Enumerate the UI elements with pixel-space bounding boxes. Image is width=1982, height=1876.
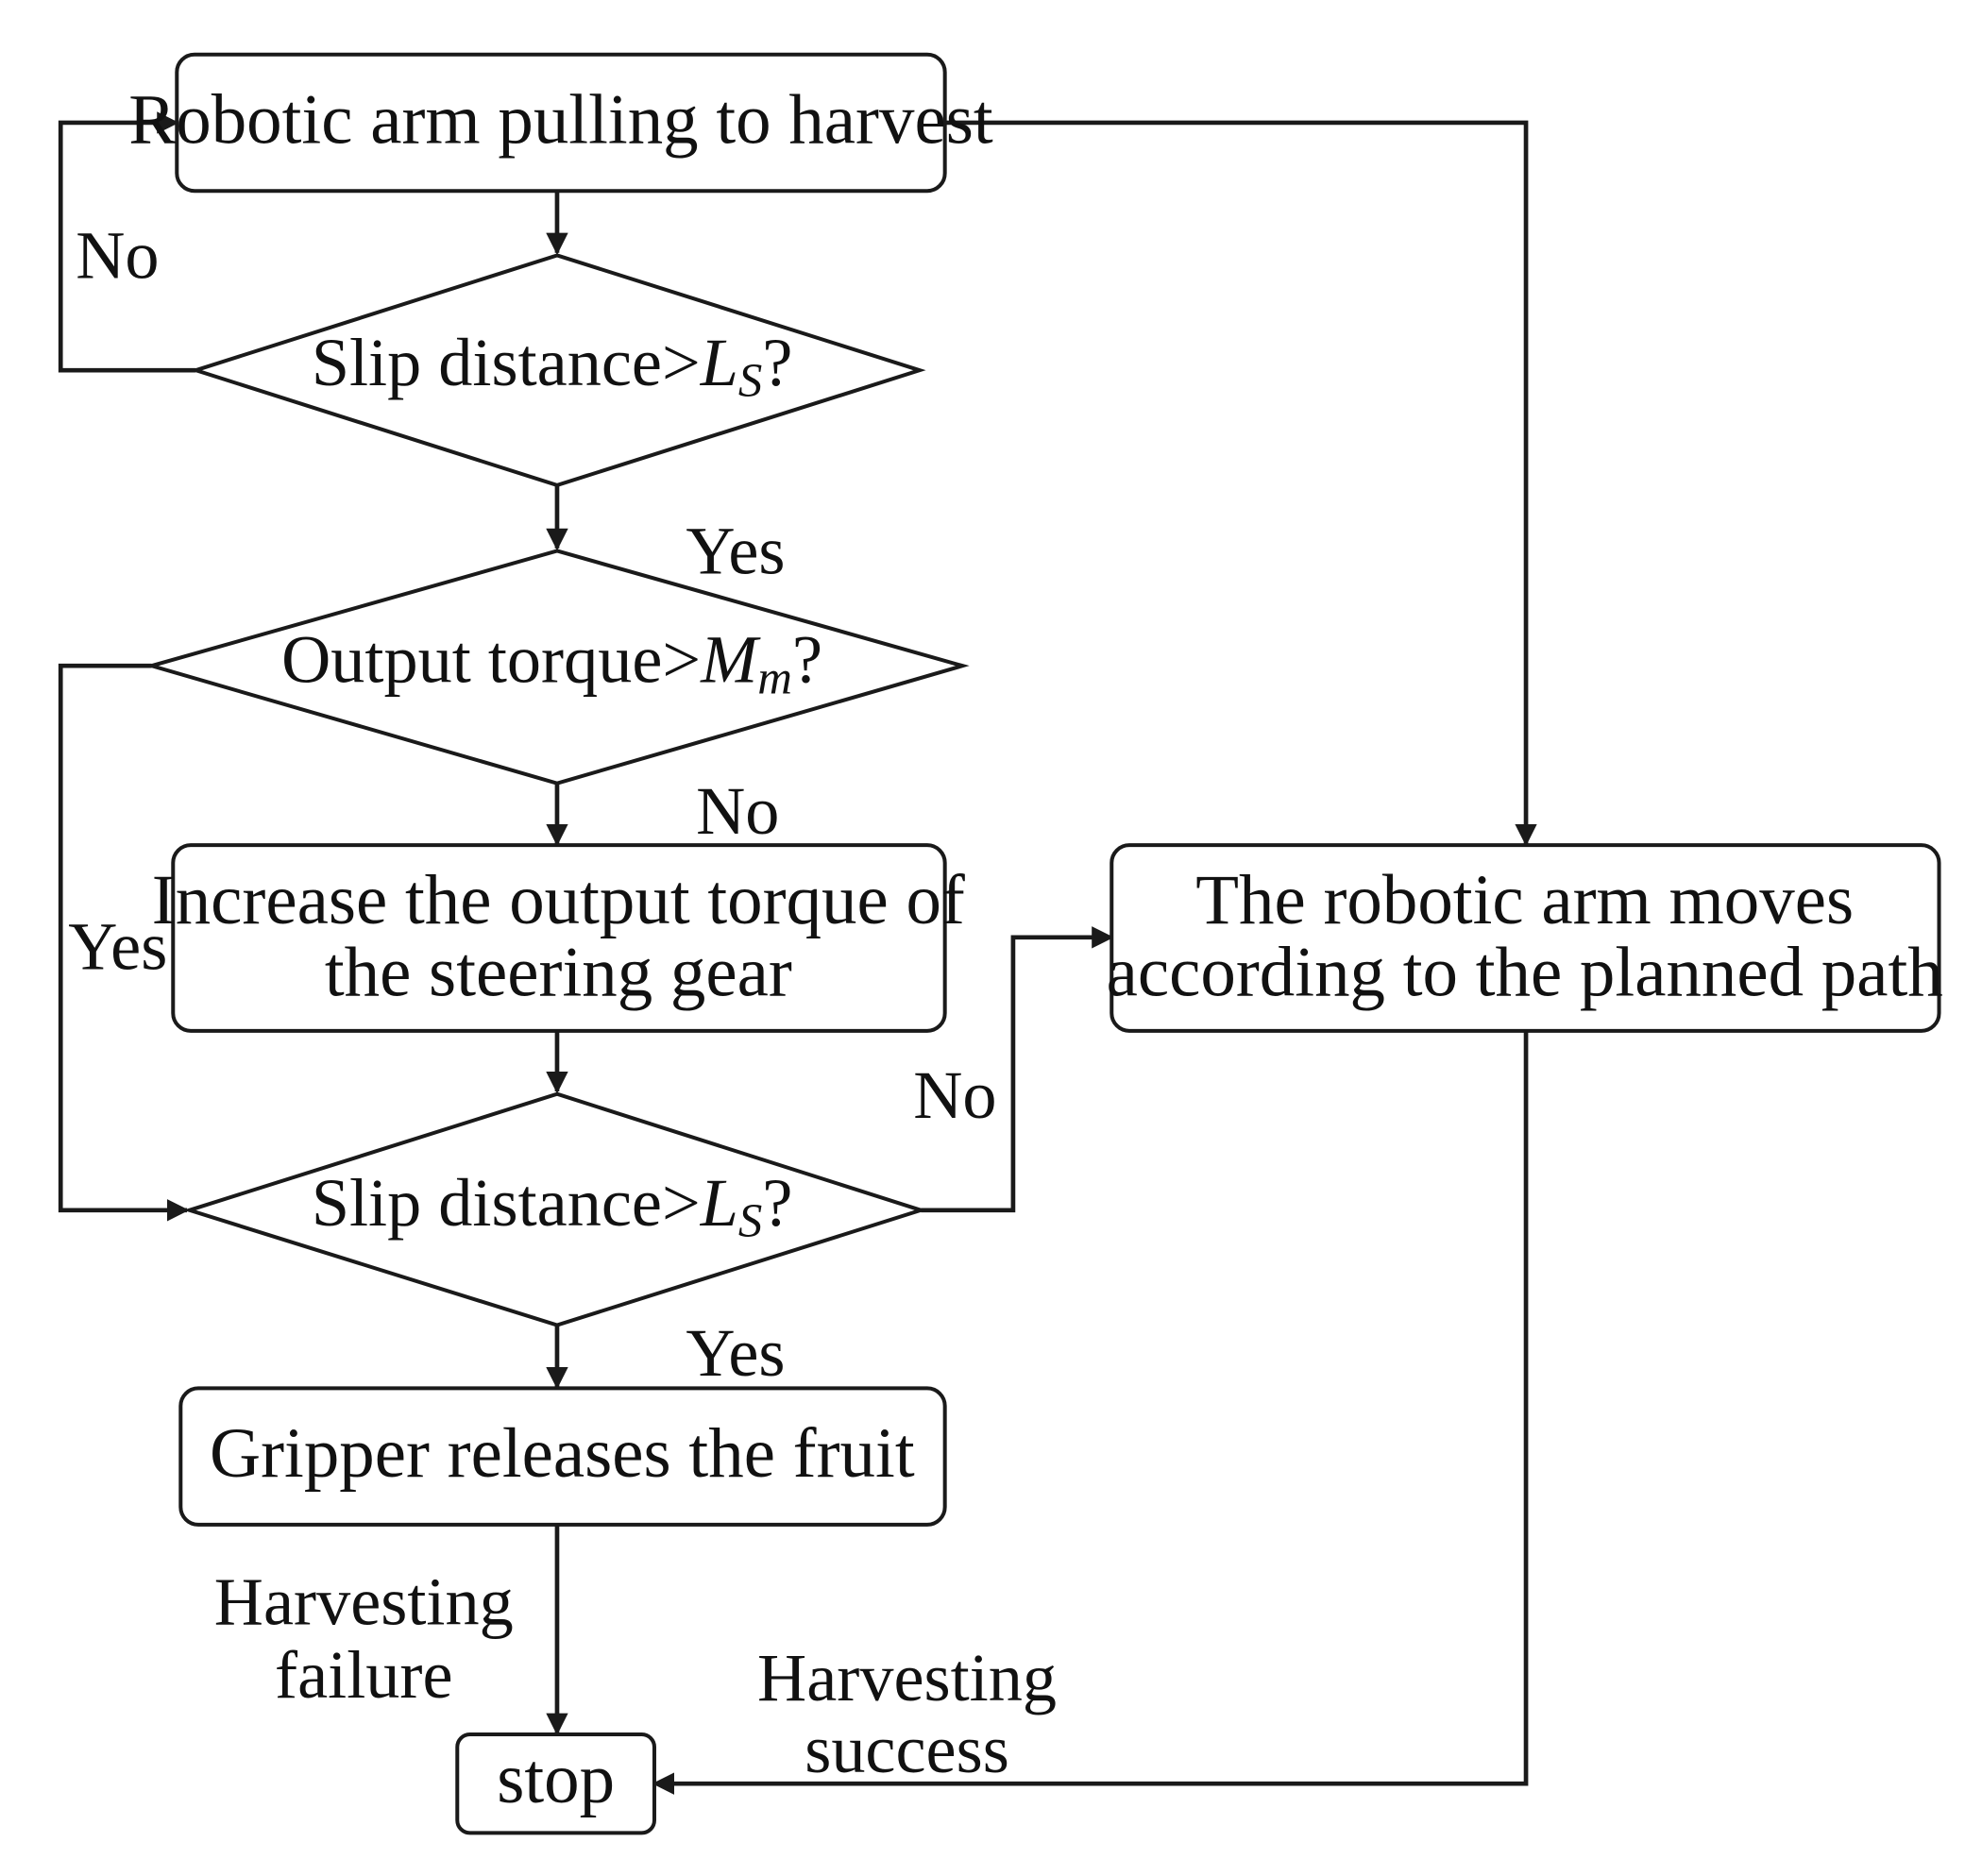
label-failure-line2: failure — [275, 1637, 453, 1713]
node-stop-label: stop — [497, 1740, 615, 1818]
node-moves: The robotic arm moves according to the p… — [1107, 843, 1943, 1033]
decision-slip1-diamond — [189, 253, 926, 488]
node-pull: Robotic arm pulling to harvest — [128, 52, 993, 194]
node-release-box — [178, 1386, 947, 1527]
node-increase-box — [171, 843, 947, 1033]
node-increase-line2: the steering gear — [325, 933, 792, 1011]
decision-slip2-diamond — [182, 1091, 927, 1327]
decision-slip2-label: Slip distance>LS? — [312, 1165, 793, 1247]
node-moves-line2: according to the planned path — [1107, 933, 1943, 1011]
label-slip2-no: No — [913, 1057, 996, 1133]
decision-slip2: Slip distance>LS? — [182, 1091, 927, 1327]
node-stop: stop — [455, 1732, 656, 1835]
decision-slip1-label: Slip distance>LS? — [312, 325, 793, 407]
edge-pull-to-moves — [944, 120, 1537, 847]
decision-torque: Output torque>Mm? — [144, 549, 970, 786]
edge-labels: No Yes No Yes No Yes Harvesting failure … — [68, 218, 1057, 1788]
decision-torque-diamond — [144, 549, 970, 786]
node-release-label: Gripper releases the fruit — [210, 1414, 915, 1493]
edge-moves-to-stop — [652, 1030, 1529, 1795]
node-pull-box — [175, 52, 947, 194]
label-slip1-yes: Yes — [686, 514, 785, 589]
connectors — [58, 111, 1537, 1795]
label-success-line1: Harvesting — [757, 1640, 1057, 1715]
node-release: Gripper releases the fruit — [178, 1386, 947, 1527]
edge-torque-yes-to-slip2 — [58, 663, 190, 1222]
label-torque-yes: Yes — [68, 908, 167, 984]
node-stop-box — [455, 1732, 656, 1835]
label-failure-line1: Harvesting — [214, 1564, 514, 1640]
label-success-line2: success — [805, 1712, 1009, 1787]
node-pull-label: Robotic arm pulling to harvest — [128, 80, 993, 159]
node-increase: Increase the output torque of the steeri… — [152, 843, 965, 1033]
node-moves-line1: The robotic arm moves — [1195, 861, 1854, 939]
decision-slip1: Slip distance>LS? — [189, 253, 926, 488]
edge-slip1-no-loop — [58, 111, 196, 373]
decision-torque-label: Output torque>Mm? — [281, 622, 822, 704]
edge-slip2-no-to-moves — [921, 926, 1114, 1213]
node-moves-box — [1110, 843, 1941, 1033]
node-increase-line1: Increase the output torque of — [152, 861, 965, 939]
label-torque-no: No — [696, 773, 779, 849]
label-slip2-yes: Yes — [686, 1315, 785, 1391]
label-slip1-no: No — [76, 218, 159, 294]
